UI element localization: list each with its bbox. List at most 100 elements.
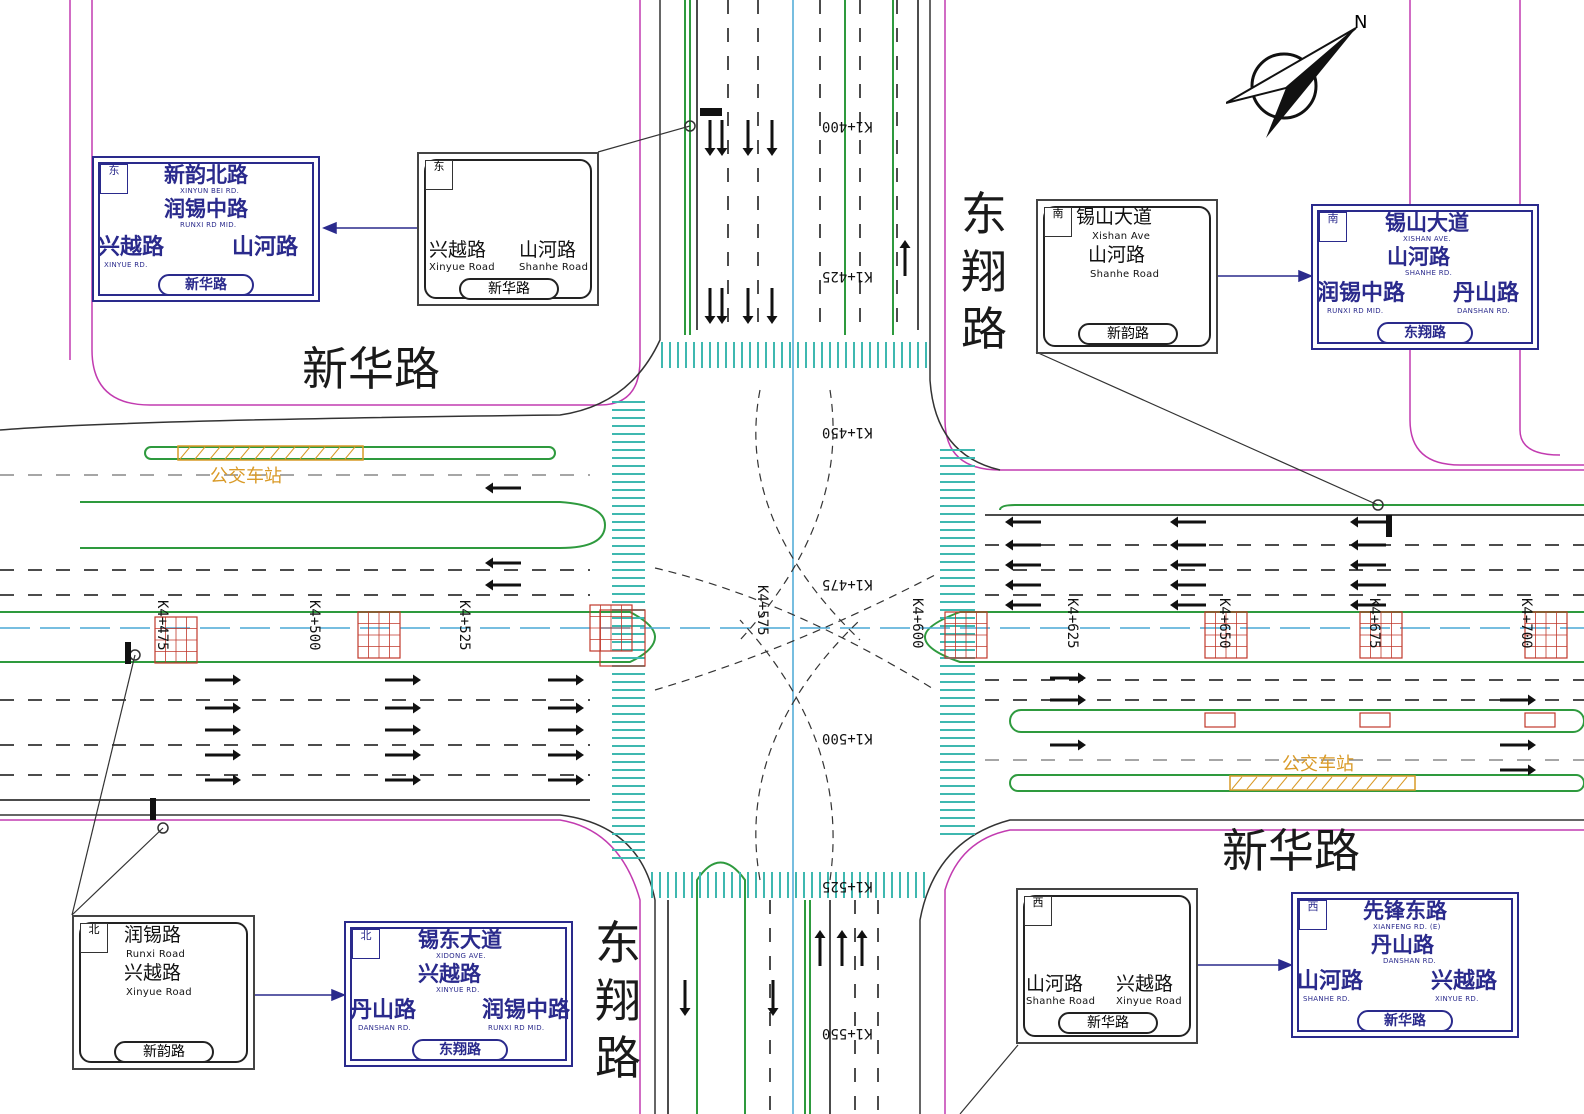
sign-south-final-bottom: 东翔路 (1377, 322, 1473, 344)
sign-east-draft-dir: 东 (425, 160, 453, 190)
arrow-right-icon (548, 674, 584, 686)
arrow-left-icon (1005, 599, 1041, 611)
arrow-right-icon (205, 702, 241, 714)
stake-label-h: K4+475 (154, 600, 170, 651)
bus-stop-label-west: 公交车站 (210, 466, 282, 487)
sign-west-final-top1-en: XIANFENG RD. (E) (1373, 923, 1441, 931)
sign-north-final-left: 丹山路 (350, 998, 417, 1023)
sign-west-final-top2: 丹山路 (1371, 933, 1434, 957)
sign-north-draft-top2: 兴越路 (124, 962, 182, 984)
sign-south-final-top1-en: XISHAN AVE. (1403, 235, 1451, 243)
south-lanes (667, 900, 879, 1114)
sign-north-final-top1: 锡东大道 (418, 928, 502, 952)
sign-south-draft-dir: 南 (1044, 207, 1072, 237)
sign-east-draft-bottom: 新华路 (459, 278, 559, 300)
tree-grid (1524, 712, 1556, 728)
sign-south-final-left: 润锡中路 (1317, 281, 1406, 306)
sign-west-final-top2-en: DANSHAN RD. (1383, 957, 1437, 965)
arrow-left-icon (1005, 579, 1041, 591)
arrow-up-icon (899, 240, 911, 276)
arrow-down-icon (704, 288, 716, 324)
sign-north-final-right: 润锡中路 (482, 998, 571, 1023)
leader-lines (71, 125, 1379, 1114)
bus-stop-label-east: 公交车站 (1282, 754, 1354, 775)
sign-west-draft-left: 山河路 (1026, 973, 1084, 995)
sign-north-final-top2: 兴越路 (418, 962, 481, 986)
arrow-right-icon (205, 774, 241, 786)
arrow-left-icon (1170, 516, 1206, 528)
sign-west-draft-right: 兴越路 (1116, 973, 1174, 995)
sign-north-draft-top2-en: Xinyue Road (126, 987, 192, 998)
sign-south-final-right: 丹山路 (1453, 281, 1520, 306)
east-lanes (985, 514, 1584, 761)
sign-east-final-top1-en: XINYUN BEI RD. (180, 187, 240, 195)
arrow-up-icon (856, 930, 868, 966)
sign-south-draft-top2-en: Shanhe Road (1090, 269, 1160, 280)
arrow-left-icon (1005, 516, 1041, 528)
sign-east-draft-right-en: Shanhe Road (519, 262, 589, 273)
sign-west-final-bottom: 新华路 (1357, 1010, 1453, 1032)
arrow-right-icon (1050, 672, 1086, 684)
arrow-left-icon (485, 557, 521, 569)
arrow-down-icon (679, 980, 691, 1016)
arrow-left-icon (1350, 539, 1386, 551)
arrow-left-icon (1350, 516, 1386, 528)
sign-east-final-top2: 润锡中路 (164, 197, 248, 221)
arrow-right-icon (205, 724, 241, 736)
sign-north-draft: 北 润锡路 Runxi Road 兴越路 Xinyue Road 新韵路 (72, 915, 255, 1070)
stake-label-h: K4+500 (306, 600, 322, 651)
sign-north-final-right-en: RUNXI RD MID. (488, 1024, 545, 1032)
tree-grid (599, 609, 646, 667)
arrow-left-icon (1005, 539, 1041, 551)
sign-connectors (255, 221, 1313, 1002)
sign-south-draft-bottom: 新韵路 (1078, 323, 1178, 345)
arrow-down-icon (766, 288, 778, 324)
sign-west-final-right: 兴越路 (1431, 969, 1498, 994)
arrow-left-icon (1005, 559, 1041, 571)
arrow-left-icon (485, 482, 521, 494)
south-medians (696, 861, 811, 1114)
arrow-left-icon (1170, 539, 1206, 551)
arrow-right-icon (385, 724, 421, 736)
arrow-right-icon (1050, 739, 1086, 751)
stake-label-h: K4+625 (1064, 598, 1080, 649)
stake-label-v: K1+550 (822, 1025, 873, 1041)
sign-east-final-right: 山河路 (232, 235, 299, 260)
bus-bays (177, 445, 1416, 791)
road-name-xinhua-west: 新华路 (302, 342, 440, 396)
sign-south-draft-top1-en: Xishan Ave (1092, 231, 1151, 242)
compass-icon: N (1225, 12, 1367, 138)
east-medians (923, 504, 1584, 792)
sign-post-bars (125, 108, 1392, 820)
arrow-right-icon (548, 774, 584, 786)
sign-east-final-dir: 东 (100, 164, 128, 194)
tree-grid (1359, 712, 1391, 728)
compass-n: N (1354, 12, 1367, 33)
arrow-down-icon (767, 980, 779, 1016)
sign-south-final-top2-en: SHANHE RD. (1405, 269, 1453, 277)
arrow-up-icon (814, 930, 826, 966)
road-name-dongxiang-north: 东翔路 (961, 187, 1007, 356)
sign-west-final-left: 山河路 (1297, 969, 1364, 994)
stake-label-v: K1+450 (822, 424, 873, 440)
sign-south-final-top1: 锡山大道 (1385, 211, 1469, 235)
sign-west-final-dir: 西 (1299, 900, 1327, 930)
sign-north-draft-top1-en: Runxi Road (126, 949, 186, 960)
sign-south-draft-frame (1043, 206, 1211, 347)
arrow-left-icon (1350, 579, 1386, 591)
road-name-dongxiang-south: 东翔路 (595, 916, 641, 1085)
sign-east-final-left-en: XINYUE RD. (104, 261, 148, 269)
stake-label-h: K4+575 (754, 585, 770, 636)
sign-west-final: 西 先锋东路 XIANFENG RD. (E) 丹山路 DANSHAN RD. … (1291, 892, 1519, 1038)
sign-south-final-dir: 南 (1319, 212, 1347, 242)
sign-west-draft-left-en: Shanhe Road (1026, 996, 1096, 1007)
sign-east-draft-left-en: Xinyue Road (429, 262, 495, 273)
sign-east-final-top2-en: RUNXI RD MID. (180, 221, 237, 229)
west-medians (0, 446, 657, 663)
sign-south-final: 南 锡山大道 XISHAN AVE. 山河路 SHANHE RD. 润锡中路 R… (1311, 204, 1539, 350)
stake-label-h: K4+600 (909, 598, 925, 649)
arrow-right-icon (548, 749, 584, 761)
sign-west-final-top1: 先锋东路 (1363, 899, 1447, 923)
sign-east-draft: 东 兴越路 Xinyue Road 山河路 Shanhe Road 新华路 (417, 152, 599, 306)
